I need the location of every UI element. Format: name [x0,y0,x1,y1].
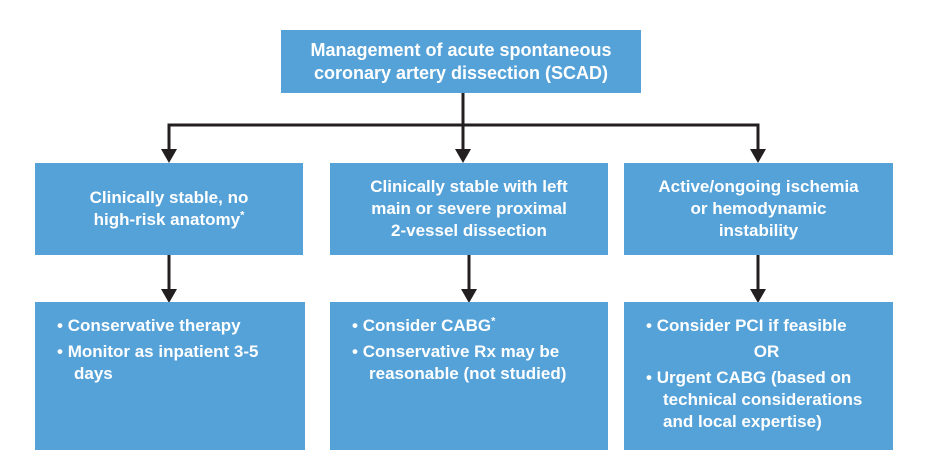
root-node-line: coronary artery dissection (SCAD) [313,62,609,83]
condition-line: 2-vessel dissection [391,221,547,240]
or-connector-label: OR [753,342,780,361]
bullet-marker: • [57,316,63,335]
action-bullet-text: Urgent CABG (based on technical consider… [656,368,863,431]
condition-line: or hemodynamic [690,199,827,218]
arrowhead-down-icon [161,289,177,303]
action-bullet-text: Conservative therapy [67,316,241,335]
condition-node-left-main-2-vessel: Clinically stable with left main or seve… [330,163,608,255]
arrowhead-down-icon [161,149,177,163]
root-node: Management of acute spontaneous coronary… [281,30,641,93]
action-bullet-text: Consider PCI if feasible [656,316,847,335]
action-bullet-item: • Monitor as inpatient 3-5 days [57,341,289,385]
bullet-marker: • [57,342,63,361]
condition-line: Clinically stable with left [370,177,568,196]
bullet-marker: • [646,368,652,387]
action-bullet-item: • Conservative therapy [57,315,289,337]
action-bullet-item: • Consider CABG* [352,315,602,337]
arrowhead-down-icon [750,149,766,163]
arrowhead-down-icon [455,149,471,163]
action-bullet-list: • Consider CABG* • Conservative Rx may b… [352,315,602,385]
action-bullet-text: Consider CABG [362,316,492,335]
action-node-pci-or-cabg: • Consider PCI if feasible OR • Urgent C… [624,302,893,450]
condition-line: instability [718,221,799,240]
bullet-marker: • [646,316,652,335]
condition-node-active-ischemia: Active/ongoing ischemia or hemodynamic i… [624,163,893,255]
action-bullet-text: Monitor as inpatient 3-5 days [67,342,259,383]
action-node-consider-cabg: • Consider CABG* • Conservative Rx may b… [330,302,608,450]
bullet-marker: • [352,342,358,361]
bullet-marker: • [352,316,358,335]
action-bullet-item: • Urgent CABG (based on technical consid… [646,367,887,433]
action-bullet-item: • Consider PCI if feasible [646,315,887,337]
condition-line: high-risk anatomy* [94,209,245,231]
action-bullet-list: • Consider PCI if feasible OR • Urgent C… [646,315,887,433]
action-bullet-text: Conservative Rx may be reasonable (not s… [362,342,567,383]
arrowhead-down-icon [750,289,766,303]
action-node-conservative: • Conservative therapy • Monitor as inpa… [35,302,305,450]
condition-line-text: high-risk anatomy [93,210,241,229]
root-node-line: Management of acute spontaneous [310,39,612,60]
condition-line: main or severe proximal [371,199,567,218]
action-bullet-list: • Conservative therapy • Monitor as inpa… [57,315,299,385]
condition-line: Clinically stable, no [89,188,249,207]
arrowhead-down-icon [461,289,477,303]
connector-line [167,123,760,151]
footnote-asterisk: * [240,209,245,222]
condition-node-stable-no-high-risk: Clinically stable, no high-risk anatomy* [35,163,303,255]
condition-line: Active/ongoing ischemia [658,177,859,196]
action-bullet-item: • Conservative Rx may be reasonable (not… [352,341,602,385]
footnote-asterisk: * [491,315,496,328]
